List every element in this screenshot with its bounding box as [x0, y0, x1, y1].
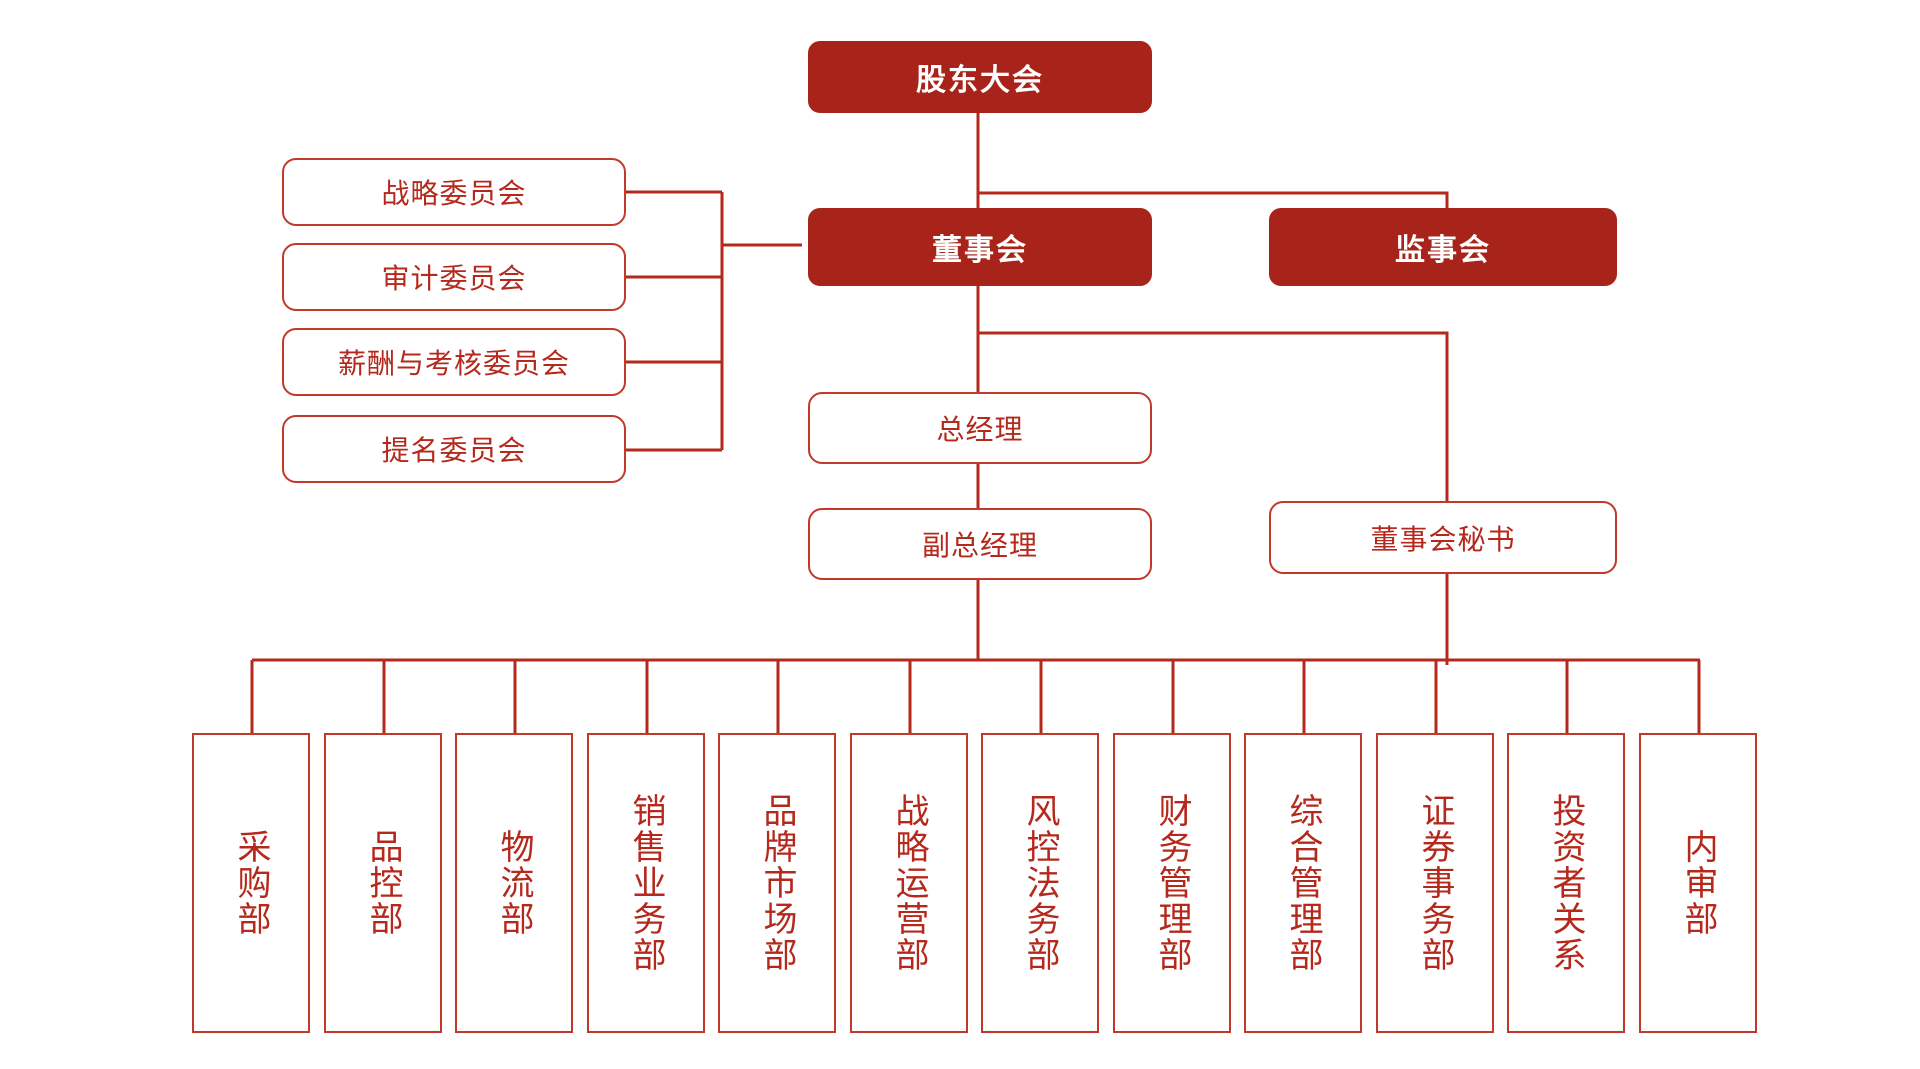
node-department-internal-audit[interactable]: 内审部 [1639, 733, 1757, 1033]
node-deputy-general-manager[interactable]: 副总经理 [808, 508, 1152, 580]
node-department-investor-relations[interactable]: 投资者关系 [1507, 733, 1625, 1033]
node-label: 董事会秘书 [1370, 523, 1516, 555]
node-department-brand-marketing[interactable]: 品牌市场部 [718, 733, 836, 1033]
node-label: 董事会 [932, 234, 1028, 267]
node-label: 副总经理 [921, 530, 1038, 561]
node-department-strategy-operations[interactable]: 战略运营部 [850, 733, 968, 1033]
node-label: 提名委员会 [381, 435, 527, 466]
node-label: 监事会 [1395, 234, 1491, 267]
node-audit-committee[interactable]: 审计委员会 [282, 243, 626, 311]
node-department-sales[interactable]: 销售业务部 [587, 733, 705, 1033]
node-label: 战略委员会 [381, 178, 527, 209]
node-label: 证券事务部 [1416, 793, 1455, 973]
node-board-secretary[interactable]: 董事会秘书 [1269, 501, 1617, 574]
node-label: 审计委员会 [381, 263, 527, 294]
node-label: 内审部 [1679, 829, 1718, 937]
node-label: 总经理 [936, 414, 1024, 445]
node-general-manager[interactable]: 总经理 [808, 392, 1152, 464]
node-label: 薪酬与考核委员会 [337, 348, 570, 379]
node-label: 风控法务部 [1021, 793, 1060, 973]
node-label: 采购部 [232, 829, 271, 937]
node-nomination-committee[interactable]: 提名委员会 [282, 415, 626, 483]
node-label: 物流部 [495, 829, 534, 937]
node-board-of-supervisors[interactable]: 监事会 [1269, 208, 1617, 286]
node-label: 销售业务部 [627, 793, 666, 973]
node-label: 战略运营部 [890, 793, 929, 973]
node-label: 品牌市场部 [758, 793, 797, 973]
node-label: 股东大会 [916, 64, 1044, 97]
node-department-securities-affairs[interactable]: 证券事务部 [1376, 733, 1494, 1033]
node-label: 财务管理部 [1153, 793, 1192, 973]
node-department-general-administration[interactable]: 综合管理部 [1244, 733, 1362, 1033]
node-department-quality-control[interactable]: 品控部 [324, 733, 442, 1033]
node-department-procurement[interactable]: 采购部 [192, 733, 310, 1033]
node-label: 投资者关系 [1547, 793, 1586, 973]
node-department-risk-legal[interactable]: 风控法务部 [981, 733, 1099, 1033]
node-strategy-committee[interactable]: 战略委员会 [282, 158, 626, 226]
node-label: 综合管理部 [1284, 793, 1323, 973]
node-shareholders-meeting[interactable]: 股东大会 [808, 41, 1152, 113]
node-department-logistics[interactable]: 物流部 [455, 733, 573, 1033]
node-label: 品控部 [364, 829, 403, 937]
node-board-of-directors[interactable]: 董事会 [808, 208, 1152, 286]
node-department-finance[interactable]: 财务管理部 [1113, 733, 1231, 1033]
node-compensation-appraisal-committee[interactable]: 薪酬与考核委员会 [282, 328, 626, 396]
